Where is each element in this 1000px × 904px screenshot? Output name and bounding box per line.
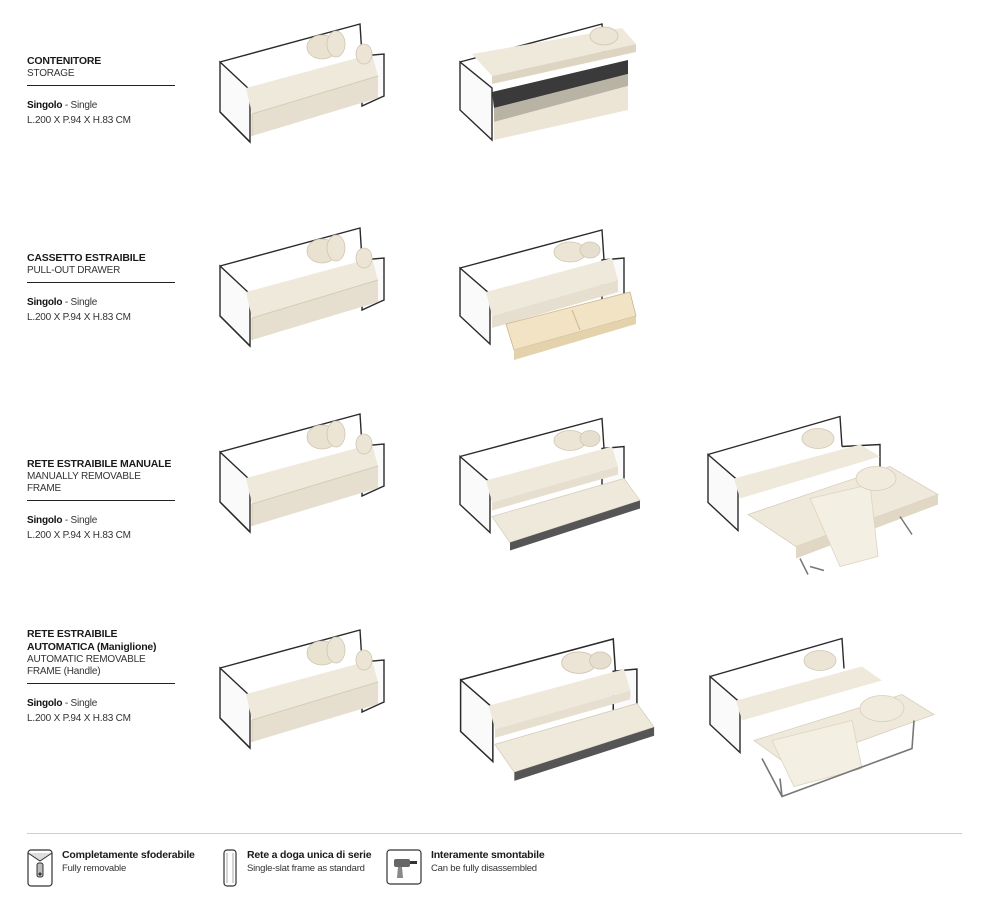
section-divider xyxy=(27,500,175,501)
feature-title: Interamente smontabile xyxy=(431,849,545,861)
automatic-frame-half-image xyxy=(452,626,667,781)
feature-subtitle: Single-slat frame as standard xyxy=(247,863,365,874)
manual-frame-half-image xyxy=(452,406,652,551)
size-translation: - Single xyxy=(62,515,98,526)
drawer-open-image xyxy=(452,220,652,360)
manual-frame-closed-image xyxy=(212,404,392,534)
feature-subtitle: Fully removable xyxy=(62,863,127,874)
size-line: Singolo - Single xyxy=(27,98,175,113)
storage-open-image xyxy=(452,14,652,144)
section-automatic-frame-label: RETE ESTRAIBILE AUTOMATICA (Maniglione) … xyxy=(27,628,175,726)
drill-icon xyxy=(386,849,422,887)
section-title: CASSETTO ESTRAIBILE xyxy=(27,252,146,264)
manual-frame-open-image xyxy=(700,404,950,579)
slat-frame-icon xyxy=(222,849,238,887)
size-type: Singolo xyxy=(27,100,63,111)
automatic-frame-open-image xyxy=(702,626,952,801)
section-drawer-label: CASSETTO ESTRAIBILE PULL-OUT DRAWER Sing… xyxy=(27,252,175,325)
feature-subtitle: Can be fully disassembled xyxy=(431,863,537,874)
footer-divider xyxy=(27,833,962,834)
feature-title: Rete a doga unica di serie xyxy=(247,849,372,861)
size-line: Singolo - Single xyxy=(27,295,175,310)
section-subtitle: STORAGE xyxy=(27,68,75,79)
size-line: Singolo - Single xyxy=(27,513,175,528)
drawer-closed-image xyxy=(212,218,392,348)
size-translation: - Single xyxy=(62,698,98,709)
section-storage-label: CONTENITORE STORAGE Singolo - Single L.2… xyxy=(27,55,175,128)
size-type: Singolo xyxy=(27,515,63,526)
feature-title: Completamente sfoderabile xyxy=(62,849,195,861)
section-title: RETE ESTRAIBILE MANUALE xyxy=(27,458,172,470)
size-translation: - Single xyxy=(62,100,98,111)
dimensions: L.200 X P.94 X H.83 CM xyxy=(27,530,131,541)
section-subtitle: MANUALLY REMOVABLE FRAME xyxy=(27,471,141,494)
storage-closed-image xyxy=(212,14,392,144)
zipper-icon xyxy=(27,849,53,887)
dimensions: L.200 X P.94 X H.83 CM xyxy=(27,713,131,724)
automatic-frame-closed-image xyxy=(212,620,392,750)
section-divider xyxy=(27,85,175,86)
section-divider xyxy=(27,683,175,684)
size-type: Singolo xyxy=(27,698,63,709)
section-manual-frame-label: RETE ESTRAIBILE MANUALE MANUALLY REMOVAB… xyxy=(27,458,175,543)
dimensions: L.200 X P.94 X H.83 CM xyxy=(27,312,131,323)
size-translation: - Single xyxy=(62,297,98,308)
section-title: RETE ESTRAIBILE AUTOMATICA (Maniglione) xyxy=(27,628,157,653)
size-type: Singolo xyxy=(27,297,63,308)
section-title: CONTENITORE xyxy=(27,55,102,67)
section-subtitle: AUTOMATIC REMOVABLE FRAME (Handle) xyxy=(27,654,146,677)
feature-removable: Completamente sfoderabile Fully removabl… xyxy=(27,849,195,887)
feature-disassemble: Interamente smontabile Can be fully disa… xyxy=(386,849,545,887)
section-subtitle: PULL-OUT DRAWER xyxy=(27,265,121,276)
feature-slat-frame: Rete a doga unica di serie Single-slat f… xyxy=(222,849,372,887)
section-divider xyxy=(27,282,175,283)
dimensions: L.200 X P.94 X H.83 CM xyxy=(27,115,131,126)
size-line: Singolo - Single xyxy=(27,696,175,711)
